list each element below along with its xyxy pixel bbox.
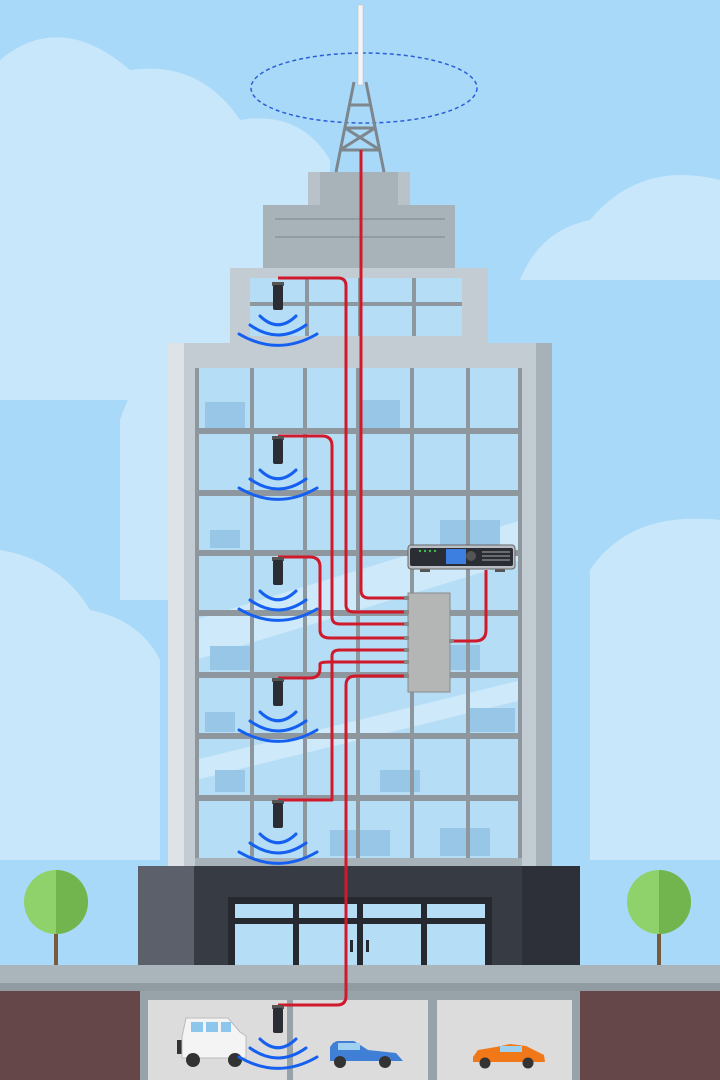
signal-waves-icon: [237, 1037, 319, 1070]
signal-waves-icon: [237, 314, 319, 347]
signal-waves-icon: [237, 710, 319, 743]
antenna-icon: [273, 560, 283, 585]
booster-display: [446, 549, 466, 564]
signal-waves-icon: [237, 832, 319, 865]
basement-wall: [0, 991, 140, 1080]
antenna-icon: [273, 1008, 283, 1033]
window-mullion: [518, 368, 522, 860]
door-handle: [350, 940, 353, 952]
car-sports: [473, 1044, 545, 1069]
indoor-antenna: [237, 436, 319, 501]
window-mullion: [195, 368, 199, 860]
window-mullion: [356, 368, 360, 860]
car-suv: [177, 1017, 247, 1067]
indoor-antenna: [237, 678, 319, 743]
basement-wall: [580, 991, 720, 1080]
door-handle: [366, 940, 369, 952]
antenna-icon: [273, 803, 283, 828]
tree: [627, 870, 691, 966]
indoor-antenna: [237, 1005, 319, 1070]
indoor-antenna: [237, 557, 319, 622]
indoor-antenna: [237, 282, 319, 347]
indoor-antenna: [237, 800, 319, 865]
tree: [24, 870, 88, 966]
signal-booster-unit: [407, 544, 516, 572]
antenna-icon: [273, 439, 283, 464]
signal-range-ellipse: [250, 52, 478, 124]
building: [138, 172, 580, 966]
signal-waves-icon: [237, 468, 319, 501]
indoor-antennas: [237, 282, 319, 1070]
antenna-icon: [273, 681, 283, 706]
power-splitter: [404, 592, 454, 693]
car-hatchback: [330, 1041, 403, 1068]
antenna-icon: [273, 285, 283, 310]
coaxial-cables: [278, 150, 488, 1007]
signal-waves-icon: [237, 589, 319, 622]
window-mullion: [466, 368, 470, 860]
